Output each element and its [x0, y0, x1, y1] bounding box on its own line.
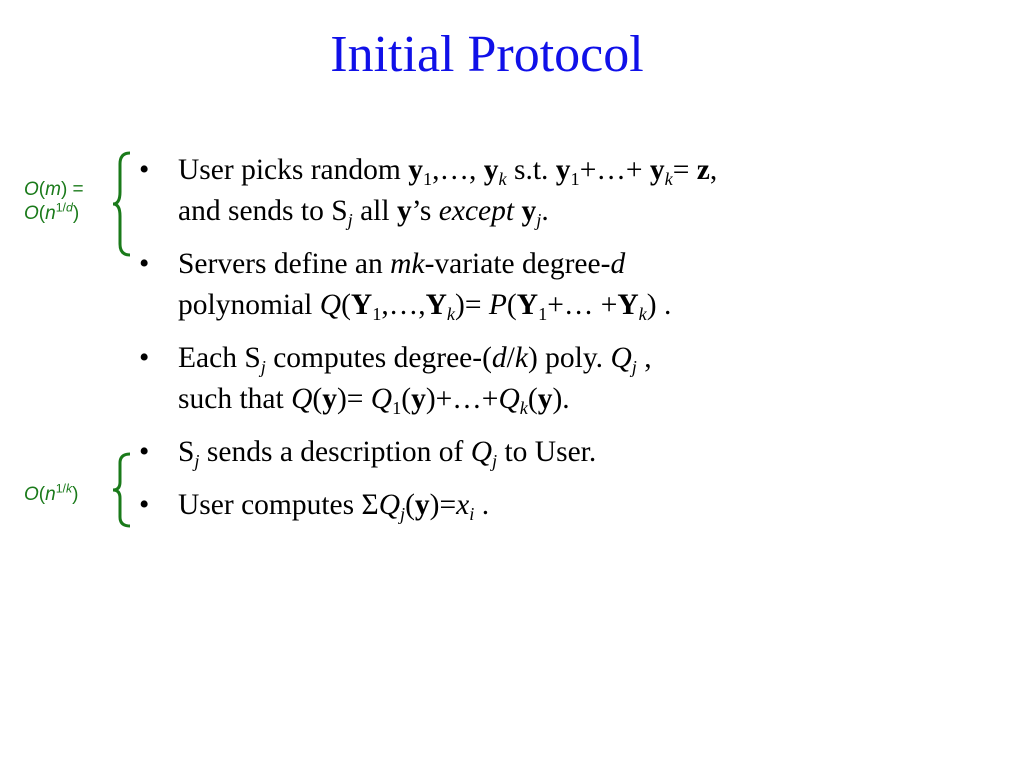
bullet-item-5: • User computes ΣQj(y)=xi .	[139, 485, 999, 526]
bullet-item-4: • Sj sends a description of Qj to User.	[139, 432, 999, 473]
bullet-item-2: • Servers define an mk-variate degree-d …	[139, 244, 999, 326]
bullet-marker: •	[139, 436, 150, 468]
curly-brace-icon	[112, 452, 131, 528]
bullet-line: Servers define an mk-variate degree-d	[178, 248, 626, 280]
bullet-item-3: • Each Sj computes degree-(d/k) poly. Qj…	[139, 338, 999, 420]
complexity-annotation-download: O(n1/k)	[24, 481, 79, 507]
annotation-line-2: O(n1/d)	[24, 200, 80, 224]
bullet-list: • User picks random y1,…, yk s.t. y1+…+ …	[139, 150, 999, 538]
bullet-line: User picks random y1,…, yk s.t. y1+…+ yk…	[178, 154, 718, 189]
bullet-marker: •	[139, 489, 150, 521]
annotation-line-1: O(n1/k)	[24, 481, 79, 505]
bullet-item-1: • User picks random y1,…, yk s.t. y1+…+ …	[139, 150, 999, 232]
bullet-line: User computes ΣQj(y)=xi .	[178, 489, 490, 524]
bullet-marker: •	[139, 342, 150, 374]
bullet-marker: •	[139, 154, 150, 186]
complexity-annotation-upload: O(m) = O(n1/d)	[24, 178, 84, 226]
bullet-line: such that Q(y)= Q1(y)+…+Qk(y).	[178, 383, 570, 418]
bullet-line: Each Sj computes degree-(d/k) poly. Qj ,	[178, 342, 652, 377]
bullet-line: and sends to Sj all y’s except yj.	[178, 195, 549, 230]
bullet-line: Sj sends a description of Qj to User.	[178, 436, 597, 471]
slide-title: Initial Protocol	[330, 26, 644, 83]
bullet-line: polynomial Q(Y1,…,Yk)= P(Y1+… +Yk) .	[178, 289, 672, 324]
bullet-marker: •	[139, 248, 150, 280]
annotation-line-1: O(m) =	[24, 179, 84, 200]
curly-brace-icon	[112, 151, 131, 257]
